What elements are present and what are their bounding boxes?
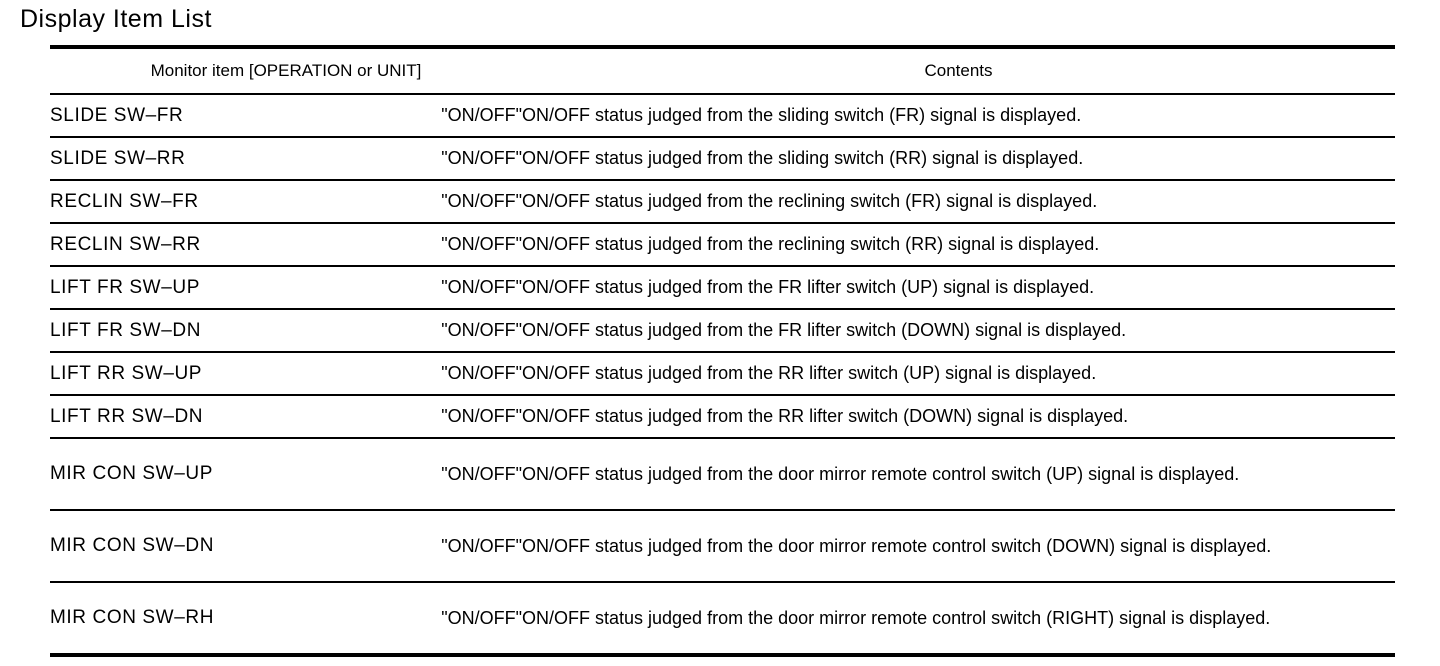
cell-monitor-item-name: SLIDE SW–RR (50, 137, 362, 181)
table-row: MIR CON SW–DN"ON/OFF"ON/OFF status judge… (50, 510, 1395, 583)
cell-contents-description: ON/OFF status judged from the sliding sw… (522, 137, 1395, 181)
table-row: LIFT FR SW–DN"ON/OFF"ON/OFF status judge… (50, 309, 1395, 353)
table-row: MIR CON SW–UP"ON/OFF"ON/OFF status judge… (50, 438, 1395, 511)
cell-monitor-item-unit: "ON/OFF" (362, 223, 522, 267)
display-item-table: Monitor item [OPERATION or UNIT] Content… (50, 45, 1395, 657)
cell-monitor-item-unit: "ON/OFF" (362, 94, 522, 138)
display-item-table-wrapper: Monitor item [OPERATION or UNIT] Content… (50, 45, 1395, 657)
table-row: RECLIN SW–FR"ON/OFF"ON/OFF status judged… (50, 180, 1395, 224)
table-header-row: Monitor item [OPERATION or UNIT] Content… (50, 45, 1395, 95)
cell-monitor-item-name: LIFT FR SW–UP (50, 266, 362, 310)
cell-contents-description: ON/OFF status judged from the FR lifter … (522, 266, 1395, 310)
cell-contents-description: ON/OFF status judged from the FR lifter … (522, 309, 1395, 353)
cell-contents-description: ON/OFF status judged from the door mirro… (522, 438, 1395, 511)
cell-monitor-item-unit: "ON/OFF" (362, 582, 522, 657)
cell-monitor-item-name: MIR CON SW–DN (50, 510, 362, 583)
table-header: Monitor item [OPERATION or UNIT] Content… (50, 45, 1395, 95)
cell-monitor-item-name: LIFT FR SW–DN (50, 309, 362, 353)
page-title: Display Item List (20, 5, 212, 33)
cell-monitor-item-name: MIR CON SW–RH (50, 582, 362, 657)
table-row: LIFT RR SW–DN"ON/OFF"ON/OFF status judge… (50, 395, 1395, 439)
cell-monitor-item-unit: "ON/OFF" (362, 352, 522, 396)
cell-monitor-item-name: RECLIN SW–RR (50, 223, 362, 267)
cell-contents-description: ON/OFF status judged from the door mirro… (522, 582, 1395, 657)
cell-monitor-item-unit: "ON/OFF" (362, 309, 522, 353)
cell-contents-description: ON/OFF status judged from the sliding sw… (522, 94, 1395, 138)
cell-monitor-item-unit: "ON/OFF" (362, 510, 522, 583)
cell-monitor-item-name: LIFT RR SW–UP (50, 352, 362, 396)
table-row: LIFT FR SW–UP"ON/OFF"ON/OFF status judge… (50, 266, 1395, 310)
cell-monitor-item-unit: "ON/OFF" (362, 438, 522, 511)
cell-contents-description: ON/OFF status judged from the RR lifter … (522, 352, 1395, 396)
cell-monitor-item-name: MIR CON SW–UP (50, 438, 362, 511)
cell-monitor-item-name: SLIDE SW–FR (50, 94, 362, 138)
cell-contents-description: ON/OFF status judged from the reclining … (522, 223, 1395, 267)
table-row: LIFT RR SW–UP"ON/OFF"ON/OFF status judge… (50, 352, 1395, 396)
cell-monitor-item-unit: "ON/OFF" (362, 395, 522, 439)
cell-monitor-item-unit: "ON/OFF" (362, 180, 522, 224)
cell-monitor-item-unit: "ON/OFF" (362, 266, 522, 310)
cell-contents-description: ON/OFF status judged from the RR lifter … (522, 395, 1395, 439)
table-row: MIR CON SW–RH"ON/OFF"ON/OFF status judge… (50, 582, 1395, 657)
table-body: SLIDE SW–FR"ON/OFF"ON/OFF status judged … (50, 94, 1395, 657)
table-row: SLIDE SW–RR"ON/OFF"ON/OFF status judged … (50, 137, 1395, 181)
table-row: RECLIN SW–RR"ON/OFF"ON/OFF status judged… (50, 223, 1395, 267)
cell-contents-description: ON/OFF status judged from the reclining … (522, 180, 1395, 224)
table-row: SLIDE SW–FR"ON/OFF"ON/OFF status judged … (50, 94, 1395, 138)
column-header-monitor-item: Monitor item [OPERATION or UNIT] (50, 45, 522, 95)
column-header-contents: Contents (522, 45, 1395, 95)
cell-contents-description: ON/OFF status judged from the door mirro… (522, 510, 1395, 583)
cell-monitor-item-name: LIFT RR SW–DN (50, 395, 362, 439)
cell-monitor-item-unit: "ON/OFF" (362, 137, 522, 181)
cell-monitor-item-name: RECLIN SW–FR (50, 180, 362, 224)
